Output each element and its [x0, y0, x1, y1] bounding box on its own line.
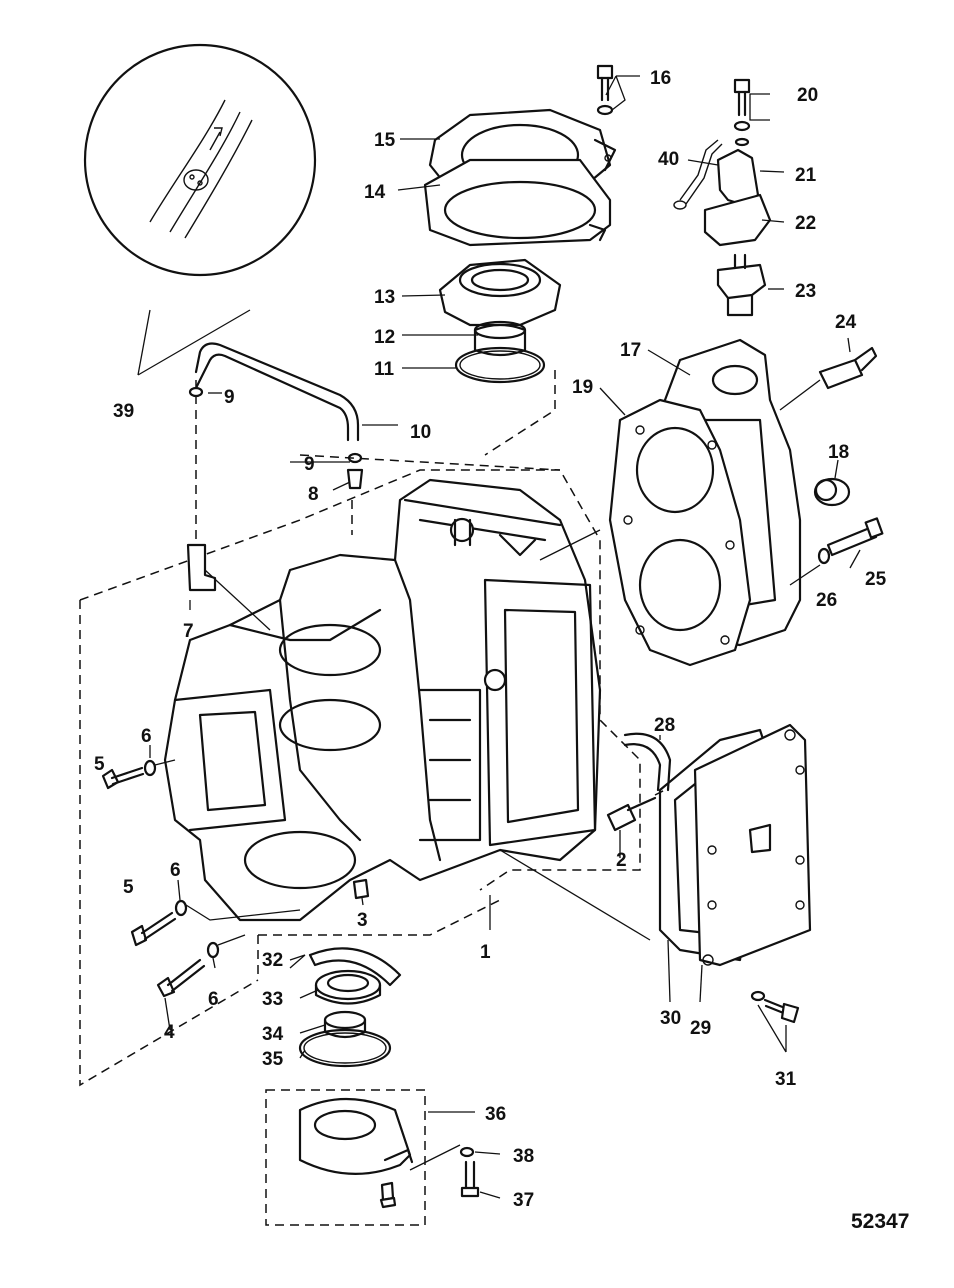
callout-6-upper: 6 — [141, 726, 152, 747]
fitting-3 — [352, 878, 370, 900]
callout-labels: 1 2 3 4 5 5 6 6 6 7 8 9 9 10 11 12 13 14… — [94, 68, 887, 1211]
thermostat — [716, 253, 767, 317]
o-ring-11 — [454, 346, 546, 384]
detail-view-circle — [83, 43, 317, 376]
assembly-dashed-lines — [79, 380, 641, 1087]
fittings — [186, 386, 364, 631]
thermostat-wire — [673, 139, 723, 210]
temp-sender — [779, 346, 878, 411]
callout-28: 28 — [654, 715, 675, 736]
bolt-5-lower — [130, 899, 301, 947]
callout-5-upper: 5 — [94, 754, 105, 775]
callout-6-lower: 6 — [208, 989, 219, 1010]
callout-40: 40 — [658, 149, 679, 170]
callout-36: 36 — [485, 1104, 506, 1125]
plug — [813, 477, 851, 507]
callout-26: 26 — [816, 590, 837, 611]
seal-34 — [323, 1010, 367, 1039]
callout-39: 39 — [113, 401, 134, 422]
callout-34: 34 — [262, 1024, 284, 1045]
lower-housing-box — [265, 1089, 426, 1226]
bolt-37-washer-38 — [409, 1144, 480, 1198]
bolt-25 — [789, 517, 884, 586]
callout-11: 11 — [374, 359, 395, 380]
callout-14: 14 — [364, 182, 386, 203]
callout-3: 3 — [357, 910, 368, 931]
o-ring-35 — [298, 1028, 392, 1068]
callout-23: 23 — [795, 281, 816, 302]
cover-plate — [693, 723, 812, 967]
callout-12: 12 — [374, 327, 395, 348]
bolt-5-upper — [101, 759, 176, 790]
bolt-31 — [750, 990, 800, 1024]
upper-seal — [473, 320, 527, 357]
callout-10: 10 — [410, 422, 431, 443]
callout-19: 19 — [572, 377, 593, 398]
callout-24: 24 — [835, 312, 857, 333]
callout-13: 13 — [374, 287, 395, 308]
callout-15: 15 — [374, 130, 396, 151]
callout-38: 38 — [513, 1146, 534, 1167]
lower-housing — [298, 1097, 414, 1209]
callout-32: 32 — [262, 950, 283, 971]
callout-25: 25 — [865, 569, 887, 590]
callout-6-middle: 6 — [170, 860, 181, 881]
hose-10 — [194, 342, 360, 442]
head-gasket — [539, 398, 752, 667]
thermostat-cover — [703, 78, 772, 247]
fitting-2 — [606, 789, 666, 832]
callout-1: 1 — [480, 942, 491, 963]
callout-2: 2 — [616, 850, 627, 871]
callout-37: 37 — [513, 1190, 534, 1211]
figure-number: 52347 — [851, 1210, 909, 1233]
seal-33 — [314, 969, 382, 1005]
callout-8: 8 — [308, 484, 319, 505]
callout-16: 16 — [650, 68, 671, 89]
callout-5-lower: 5 — [123, 877, 134, 898]
callout-9-lower: 9 — [304, 454, 315, 475]
callout-29: 29 — [690, 1018, 711, 1039]
callout-4: 4 — [164, 1022, 175, 1043]
upper-bearing — [438, 258, 562, 327]
callout-17: 17 — [620, 340, 641, 361]
top-gasket — [423, 158, 612, 247]
retainer-clip — [308, 947, 402, 987]
bolt-16 — [596, 64, 614, 116]
callout-31: 31 — [775, 1069, 797, 1090]
callout-7: 7 — [183, 621, 194, 642]
callout-33: 33 — [262, 989, 283, 1010]
cylinder-block — [163, 478, 602, 922]
hose-28 — [623, 732, 672, 792]
callout-22: 22 — [795, 213, 816, 234]
callout-35: 35 — [262, 1049, 284, 1070]
callout-18: 18 — [828, 442, 849, 463]
callout-9-upper: 9 — [224, 387, 235, 408]
callout-20: 20 — [797, 85, 818, 106]
callout-30: 30 — [660, 1008, 681, 1029]
bolt-4 — [156, 934, 246, 998]
leader-lines — [149, 75, 861, 1199]
callout-21: 21 — [795, 165, 817, 186]
